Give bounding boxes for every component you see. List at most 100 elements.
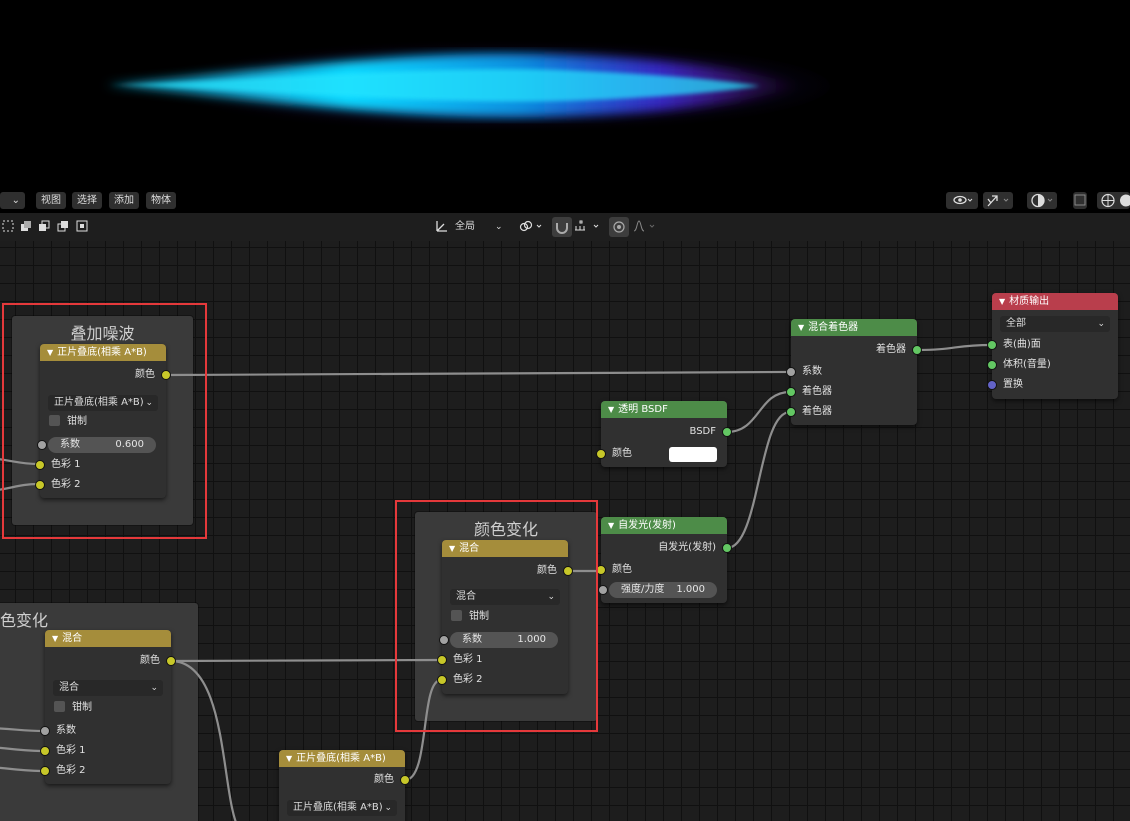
- visibility-dropdown[interactable]: [946, 192, 978, 209]
- gizmo-dropdown[interactable]: [983, 192, 1013, 209]
- output-color: 颜色: [40, 367, 171, 383]
- output-color: 颜色: [45, 653, 176, 669]
- collapse-caret-icon[interactable]: ▼: [999, 297, 1006, 306]
- socket-output-color[interactable]: [161, 370, 171, 380]
- node-mix-left[interactable]: ▼混合 颜色 混合⌄ 钳制 系数 色彩 1 色彩 2: [40, 630, 176, 784]
- input-color2: 色彩 2: [437, 672, 568, 688]
- select-subtract-icon[interactable]: [57, 220, 69, 232]
- socket-input-factor[interactable]: [40, 726, 50, 736]
- transform-orientation-dropdown[interactable]: 全局⌄: [455, 221, 503, 232]
- node-multiply-bottom[interactable]: ▼正片叠底(相乘 A*B) 颜色 正片叠底(相乘 A*B)⌄: [279, 750, 410, 821]
- clamp-checkbox[interactable]: [49, 415, 60, 426]
- editor-type-dropdown[interactable]: ⌄: [0, 192, 25, 209]
- select-intersect-icon[interactable]: [76, 220, 88, 232]
- node-header[interactable]: ▼透明 BSDF: [601, 401, 727, 418]
- socket-input-color2[interactable]: [437, 675, 447, 685]
- collapse-caret-icon[interactable]: ▼: [798, 323, 805, 332]
- target-dropdown[interactable]: 全部⌄: [1000, 316, 1110, 332]
- node-links: [0, 343, 992, 821]
- socket-input-color1[interactable]: [40, 746, 50, 756]
- socket-input-color1[interactable]: [35, 460, 45, 470]
- socket-output-color[interactable]: [563, 566, 573, 576]
- node-header[interactable]: ▼正片叠底(相乘 A*B): [279, 750, 405, 767]
- flame-effect-image: [105, 38, 830, 134]
- select-new-icon[interactable]: [20, 220, 32, 232]
- node-header[interactable]: ▼混合: [45, 630, 171, 647]
- clamp-checkbox-row[interactable]: 钳制: [45, 700, 171, 716]
- clamp-checkbox[interactable]: [451, 610, 462, 621]
- xray-toggle[interactable]: [1073, 192, 1087, 209]
- link-in-color2: [0, 482, 39, 491]
- transform-orientation-icon: [436, 221, 447, 232]
- socket-output-shader[interactable]: [912, 345, 922, 355]
- node-editor-canvas[interactable]: 叠加噪波 颜色变化 颜色变化 ▼正片叠底(相乘 A*B) 颜色 正片叠底(相乘 …: [0, 241, 1130, 821]
- clamp-checkbox-row[interactable]: 钳制: [442, 609, 568, 625]
- node-header[interactable]: ▼混合: [442, 540, 568, 557]
- node-material-output[interactable]: ▼材质输出 全部⌄ 表(曲)面 体积(音量) 置换: [987, 293, 1118, 399]
- socket-input-color2[interactable]: [40, 766, 50, 776]
- socket-input-strength[interactable]: [598, 585, 608, 595]
- object-menu[interactable]: 物体: [146, 192, 176, 209]
- link-mixshader-to-surface: [916, 343, 992, 352]
- socket-input-color[interactable]: [596, 449, 606, 459]
- collapse-caret-icon[interactable]: ▼: [286, 754, 293, 763]
- socket-output-color[interactable]: [166, 656, 176, 666]
- view-menu[interactable]: 视图: [36, 192, 66, 209]
- wireframe-sphere-icon: [1101, 193, 1130, 208]
- collapse-caret-icon[interactable]: ▼: [449, 544, 456, 553]
- socket-output-color[interactable]: [400, 775, 410, 785]
- collapse-caret-icon[interactable]: ▼: [608, 521, 615, 530]
- socket-output-bsdf[interactable]: [722, 427, 732, 437]
- socket-input-volume[interactable]: [987, 360, 997, 370]
- node-header[interactable]: ▼混合着色器: [791, 319, 917, 336]
- overlay-dropdown[interactable]: [1027, 192, 1057, 209]
- socket-input-displacement[interactable]: [987, 380, 997, 390]
- blend-mode-dropdown[interactable]: 正片叠底(相乘 A*B)⌄: [287, 800, 397, 816]
- frame-title: 颜色变化: [473, 520, 538, 539]
- node-header[interactable]: ▼正片叠底(相乘 A*B): [40, 344, 166, 361]
- select-extend-icon[interactable]: [38, 220, 50, 232]
- node-header[interactable]: ▼自发光(发射): [601, 517, 727, 534]
- blend-mode-dropdown[interactable]: 正片叠底(相乘 A*B)⌄: [48, 395, 158, 411]
- socket-input-color1[interactable]: [437, 655, 447, 665]
- node-transparent-bsdf[interactable]: ▼透明 BSDF BSDF 颜色: [596, 401, 732, 467]
- collapse-caret-icon[interactable]: ▼: [47, 348, 54, 357]
- shading-mode-buttons[interactable]: [1097, 192, 1130, 209]
- socket-input-factor[interactable]: [37, 440, 47, 450]
- eye-icon: [953, 195, 973, 205]
- proportional-editing-toggle[interactable]: [609, 217, 629, 237]
- socket-input-factor[interactable]: [439, 635, 449, 645]
- select-box-icon[interactable]: [2, 220, 14, 232]
- falloff-curve-icon[interactable]: [633, 220, 661, 232]
- node-header[interactable]: ▼材质输出: [992, 293, 1118, 310]
- socket-input-factor[interactable]: [786, 367, 796, 377]
- input-color: 颜色: [596, 446, 727, 462]
- input-factor: 系数: [40, 723, 171, 739]
- socket-output-emission[interactable]: [722, 543, 732, 553]
- socket-input-shader1[interactable]: [786, 387, 796, 397]
- socket-input-color2[interactable]: [35, 480, 45, 490]
- node-mix-shader[interactable]: ▼混合着色器 着色器 系数 着色器 着色器: [786, 319, 922, 425]
- add-menu[interactable]: 添加: [109, 192, 139, 209]
- color-swatch[interactable]: [669, 447, 717, 462]
- clamp-checkbox[interactable]: [54, 701, 65, 712]
- pivot-point-icon[interactable]: [519, 220, 545, 232]
- blend-mode-dropdown[interactable]: 混合⌄: [450, 589, 560, 605]
- collapse-caret-icon[interactable]: ▼: [52, 634, 59, 643]
- select-menu[interactable]: 选择: [72, 192, 102, 209]
- snap-target-icon[interactable]: [574, 220, 602, 232]
- highlight-box-overlay-noise: [2, 303, 207, 539]
- snap-toggle[interactable]: [552, 217, 572, 237]
- blend-mode-dropdown[interactable]: 混合⌄: [53, 680, 163, 696]
- node-editor-header: ⌄ 视图 选择 添加 物体: [0, 190, 1130, 213]
- collapse-caret-icon[interactable]: ▼: [608, 405, 615, 414]
- socket-input-shader2[interactable]: [786, 407, 796, 417]
- clamp-checkbox-row[interactable]: 钳制: [40, 414, 166, 430]
- socket-input-surface[interactable]: [987, 340, 997, 350]
